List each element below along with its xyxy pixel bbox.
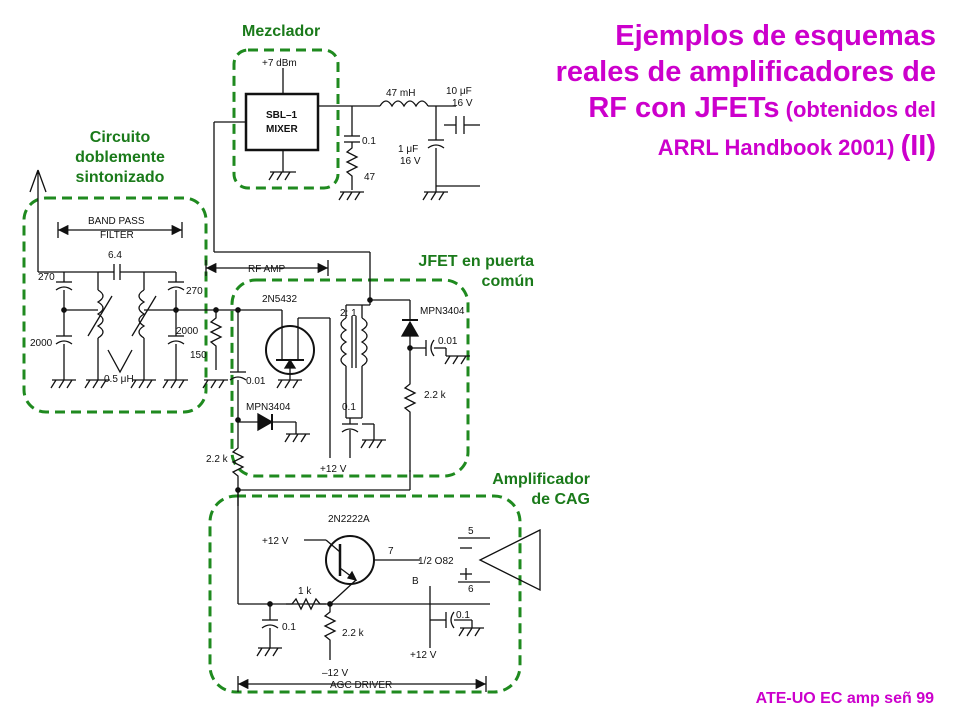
- text-res-150: 150: [190, 350, 207, 361]
- text-mixer-name-2: MIXER: [266, 124, 298, 135]
- text-pin-b: B: [412, 576, 419, 587]
- label-tuned-circuit: Circuito doblemente sintonizado: [60, 128, 180, 188]
- text-cap-2000-left: 2000: [30, 338, 53, 349]
- label-cag-line-2: de CAG: [531, 491, 590, 508]
- text-mixer-power: +7 dBm: [262, 58, 297, 69]
- label-mixer: Mezclador: [242, 23, 321, 40]
- title-line-3a: RF con JFETs: [588, 92, 780, 124]
- text-pin-6: 6: [468, 584, 474, 595]
- label-jfet-line-2: común: [481, 273, 534, 290]
- slide-title: Ejemplos de esquemas reales de amplifica…: [516, 18, 936, 166]
- text-jfet-2n5432: 2N5432: [262, 294, 297, 305]
- text-diode-top: MPN3404: [420, 306, 465, 317]
- text-res-1k: 1 k: [298, 586, 312, 597]
- text-cap-2000-right: 2000: [176, 326, 199, 337]
- text-mixer-name-1: SBL–1: [266, 110, 298, 121]
- res-2-2k-b: [231, 420, 245, 506]
- text-v12-agc: +12 V: [262, 536, 289, 547]
- label-tuned-line-1: Circuito: [89, 129, 151, 146]
- antenna-icon: [29, 169, 47, 272]
- title-line-4a: ARRL Handbook 2001): [657, 135, 901, 160]
- text-rf-amp: RF AMP: [248, 264, 286, 275]
- agc-box: [208, 494, 522, 694]
- slide-footer: ATE-UO EC amp señ 99: [755, 690, 934, 707]
- text-inductor-47mh: 47 mH: [386, 88, 415, 99]
- label-tuned-line-3: sintonizado: [75, 169, 165, 186]
- text-v12-rf: +12 V: [320, 464, 347, 475]
- text-diode-bottom: MPN3404: [246, 402, 291, 413]
- text-cap-10uf-b: 16 V: [452, 98, 473, 109]
- text-bjt-2n2222a: 2N2222A: [328, 514, 370, 525]
- mixer-box: [232, 48, 340, 190]
- title-line-1: Ejemplos de esquemas: [615, 20, 936, 52]
- text-res-2-2k-a: 2.2 k: [424, 390, 447, 401]
- agc-driver: [235, 470, 541, 692]
- text-opamp-082: 1/2 O82: [418, 556, 454, 567]
- inductor-47mh: [379, 100, 429, 108]
- text-bpf-b: FILTER: [100, 230, 134, 241]
- title-line-3b: (obtenidos del: [779, 97, 936, 122]
- transformer: [340, 317, 348, 367]
- label-cag-line-1: Amplificador: [492, 471, 590, 488]
- diode-bottom: [257, 412, 274, 432]
- text-vneg12: –12 V: [322, 668, 348, 679]
- jfet-amplifier: [229, 297, 470, 506]
- text-ind-0-5uh: 0.5 μH: [104, 374, 134, 385]
- text-cap-0-01-a: 0.01: [438, 336, 458, 347]
- text-cap-0-1-agc-right: 0.1: [456, 610, 470, 621]
- res-47: [345, 142, 359, 190]
- label-tuned-line-2: doblemente: [75, 149, 165, 166]
- label-agc-amplifier: Amplificador de CAG: [440, 470, 590, 510]
- text-cap-01-mixer: 0.1: [362, 136, 376, 147]
- text-cap-10uf-a: 10 μF: [446, 86, 472, 97]
- text-cap-6-4: 6.4: [108, 250, 122, 261]
- text-agc-driver: AGC DRIVER: [330, 680, 392, 691]
- res-1k: [286, 597, 326, 611]
- title-line-2: reales de amplificadores de: [555, 56, 936, 88]
- label-jfet-common-gate: JFET en puerta común: [380, 252, 534, 292]
- text-res-47: 47: [364, 172, 376, 183]
- text-cap-1uf-a: 1 μF: [398, 144, 418, 155]
- text-cap-270-right: 270: [186, 286, 203, 297]
- text-bpf-a: BAND PASS: [88, 216, 145, 227]
- label-jfet-line-1: JFET en puerta: [418, 253, 534, 270]
- text-cap-0-1-rf: 0.1: [342, 402, 356, 413]
- text-cap-0-01-b: 0.01: [246, 376, 266, 387]
- text-v12-agc2: +12 V: [410, 650, 437, 661]
- text-res-2-2k-b: 2.2 k: [206, 454, 229, 465]
- tuned-circuit-box: [22, 196, 208, 414]
- opamp-082: [478, 528, 541, 592]
- band-pass-filter: [29, 169, 238, 389]
- text-pin-7: 7: [388, 546, 394, 557]
- mixer-block: [214, 68, 480, 201]
- diode-top: [400, 320, 420, 337]
- text-res-2-2k-c: 2.2 k: [342, 628, 365, 639]
- res-2-2k-c: [323, 604, 337, 660]
- res-150: [209, 310, 223, 370]
- text-pin-5: 5: [468, 526, 474, 537]
- text-ratio-2-1: 2: 1: [340, 308, 357, 319]
- text-cap-0-1-agc-left: 0.1: [282, 622, 296, 633]
- text-cap-1uf-b: 16 V: [400, 156, 421, 167]
- res-2-2k-a: [403, 380, 417, 472]
- text-cap-270-left: 270: [38, 272, 55, 283]
- title-line-4b: (II): [900, 130, 936, 162]
